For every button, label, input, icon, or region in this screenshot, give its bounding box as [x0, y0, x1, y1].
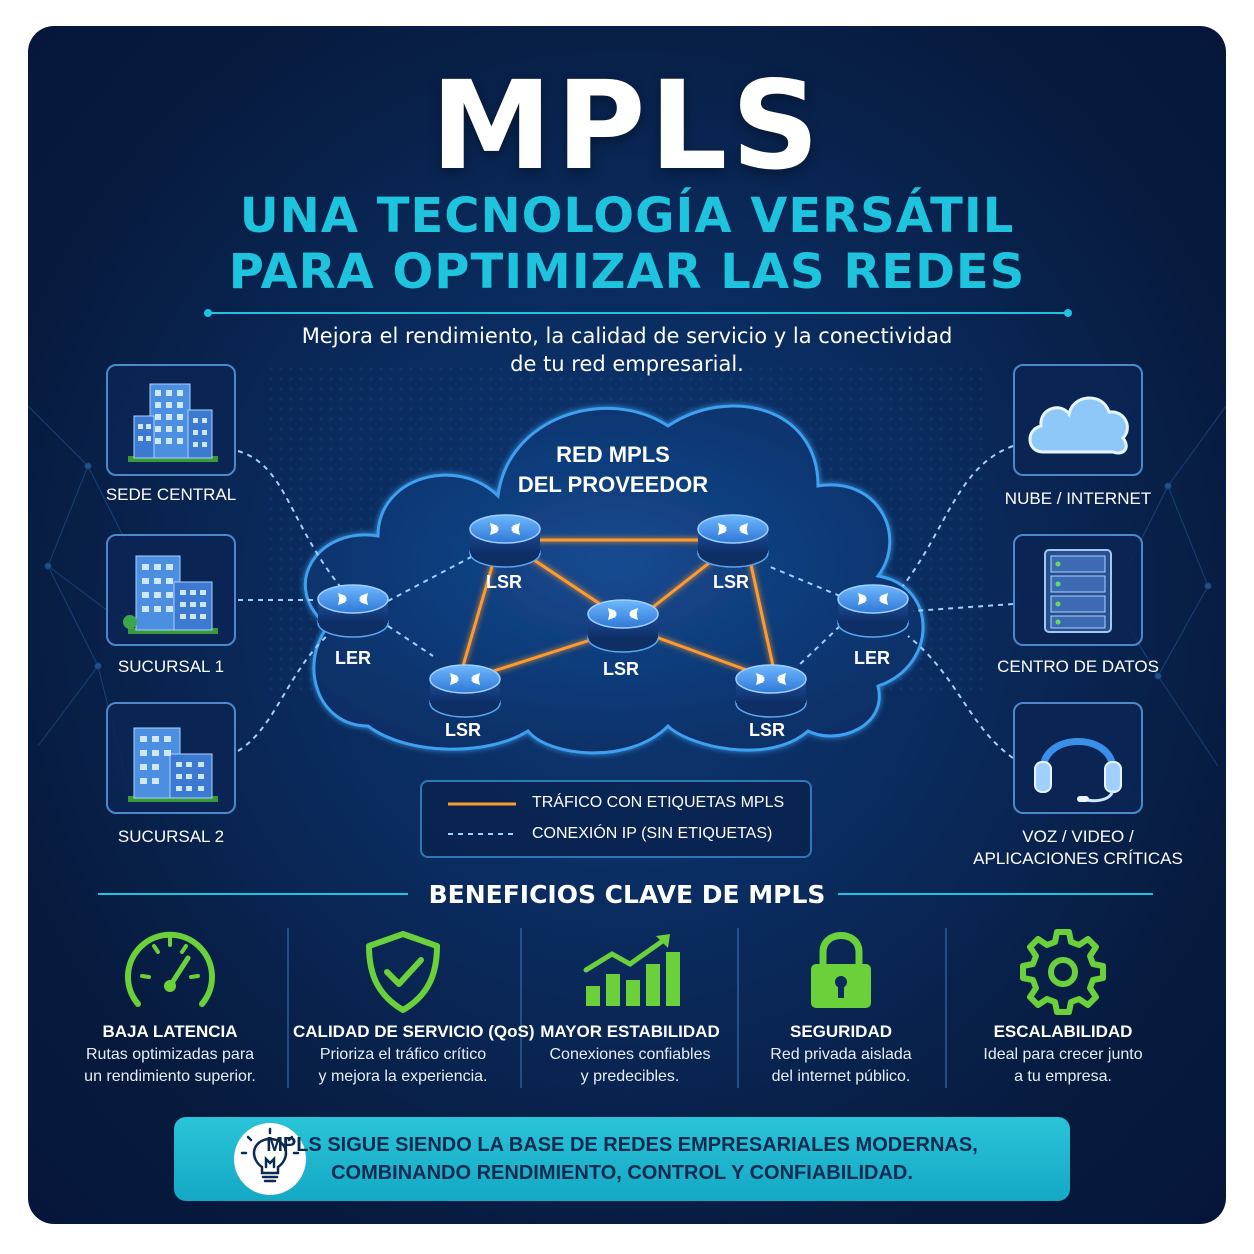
benefit-desc-line-1: Rutas optimizadas para	[85, 1046, 255, 1063]
path-lsr-tr-center	[647, 554, 719, 613]
site-label-centro-datos: CENTRO DE DATOS	[997, 657, 1159, 676]
site-sucursal-2	[106, 702, 236, 814]
office-building-icon	[128, 383, 218, 462]
benefit-calidad-servicio: CALIDAD DE SERVICIO (QoS) Prioriza el tr…	[293, 924, 535, 1088]
benefit-divider	[945, 928, 947, 1088]
router-ler-left-icon	[317, 584, 389, 638]
benefit-desc-line-1: Prioriza el tráfico crítico	[319, 1046, 487, 1063]
link-ler-lsr-tr	[767, 565, 841, 597]
benefit-divider	[737, 928, 739, 1088]
cloud-icon	[1028, 396, 1129, 455]
benefit-desc-line-2: y mejora la experiencia.	[318, 1068, 488, 1085]
benefit-divider	[520, 928, 522, 1088]
mpls-network-diagram	[237, 404, 1014, 759]
router-label-lsr-center: LSR	[603, 659, 639, 679]
site-label-sede-central: SEDE CENTRAL	[105, 485, 237, 504]
site-sucursal-1	[106, 534, 236, 646]
benefit-title: ESCALABILIDAD	[993, 1022, 1133, 1041]
link-voz-ler	[907, 635, 1014, 759]
site-nube-internet	[1013, 364, 1143, 476]
benefit-desc-line-1: Conexiones confiables	[549, 1046, 711, 1063]
banner-line-2: COMBINANDO RENDIMIENTO, CONTROL Y CONFIA…	[331, 1162, 913, 1184]
benefits-title: BENEFICIOS CLAVE DE MPLS	[428, 880, 826, 909]
cloud-title: RED MPLS DEL PROVEEDOR	[498, 440, 728, 500]
benefit-title: CALIDAD DE SERVICIO (QoS)	[293, 1022, 535, 1041]
benefit-title: BAJA LATENCIA	[102, 1022, 238, 1041]
router-lsr-center-icon	[587, 599, 659, 653]
gear-icon	[1020, 929, 1106, 1015]
headset-icon	[1034, 738, 1122, 803]
link-sucursal2-ler	[237, 625, 339, 752]
benefit-desc-line-1: Ideal para crecer junto	[983, 1046, 1143, 1063]
benefit-desc-line-2: y predecibles.	[580, 1068, 680, 1085]
link-datacenter-ler	[912, 603, 1014, 612]
link-nube-ler	[902, 445, 1014, 587]
router-lsr-bottom-left-icon	[429, 664, 501, 718]
site-label-voz-video: VOZ / VIDEO / APLICACIONES CRÍTICAS	[973, 826, 1183, 870]
benefit-title: MAYOR ESTABILIDAD	[540, 1022, 720, 1041]
link-sede-central-ler	[237, 450, 349, 597]
path-lsr-bl-center	[477, 634, 604, 678]
cloud-title-line-1: RED MPLS	[556, 442, 670, 467]
subtitle-line-2: PARA OPTIMIZAR LAS REDES	[228, 244, 1026, 300]
benefit-desc-line-2: a tu empresa.	[1014, 1068, 1112, 1085]
server-rack-icon	[1044, 549, 1112, 633]
benefit-escalabilidad: ESCALABILIDAD Ideal para crecer junto a …	[953, 924, 1173, 1088]
router-label-ler-left: LER	[335, 648, 371, 668]
site-label-nube-internet: NUBE / INTERNET	[1004, 489, 1152, 508]
legend-label-labeled: TRÁFICO CON ETIQUETAS MPLS	[532, 794, 785, 811]
legend-swatches	[448, 802, 516, 835]
infographic-poster: MPLS UNA TECNOLOGÍA VERSÁTIL PARA OPTIMI…	[28, 26, 1226, 1224]
site-centro-datos	[1013, 534, 1143, 646]
router-lsr-bottom-right-icon	[735, 664, 807, 718]
benefit-title: SEGURIDAD	[789, 1022, 892, 1041]
benefit-desc-line-1: Red privada aislada	[770, 1046, 912, 1063]
link-ler-lsr-tl	[387, 555, 474, 602]
closing-banner: MPLS SIGUE SIENDO LA BASE DE REDES EMPRE…	[174, 1117, 1070, 1201]
shield-check-icon	[366, 931, 440, 1013]
padlock-icon	[811, 932, 871, 1008]
cloud-title-line-2: DEL PROVEEDOR	[517, 472, 709, 497]
page-title: MPLS	[430, 55, 824, 197]
office-building-icon	[123, 555, 218, 634]
lightbulb-icon	[234, 1123, 306, 1195]
tagline-line-2: de tu red empresarial.	[510, 352, 744, 376]
benefit-baja-latencia: BAJA LATENCIA Rutas optimizadas para un …	[60, 924, 280, 1088]
benefit-divider	[287, 928, 289, 1088]
router-label-lsr-bottom-right: LSR	[749, 720, 785, 740]
tagline: Mejora el rendimiento, la calidad de ser…	[28, 322, 1226, 378]
benefit-mayor-estabilidad: MAYOR ESTABILIDAD Conexiones confiables …	[520, 924, 740, 1088]
site-voz-video	[1013, 702, 1143, 814]
site-label-sucursal-2: SUCURSAL 2	[117, 827, 225, 846]
router-ler-right-icon	[837, 584, 909, 638]
benefit-desc-line-2: un rendimiento superior.	[84, 1068, 256, 1085]
router-lsr-top-right-icon	[697, 514, 769, 568]
diagram-legend: TRÁFICO CON ETIQUETAS MPLS CONEXIÓN IP (…	[420, 780, 812, 858]
office-building-icon	[128, 727, 218, 802]
speedometer-icon	[125, 931, 215, 1007]
benefit-desc-line-2: del internet público.	[771, 1068, 911, 1085]
site-label-sucursal-1: SUCURSAL 1	[117, 657, 225, 676]
ip-connections	[237, 445, 1014, 759]
site-label-voz-video-line-2: APLICACIONES CRÍTICAS	[973, 849, 1183, 868]
banner-line-1: MPLS SIGUE SIENDO LA BASE DE REDES EMPRE…	[266, 1134, 978, 1156]
site-label-voz-video-line-1: VOZ / VIDEO /	[1022, 827, 1134, 846]
path-lsr-tr-br	[746, 550, 775, 667]
tagline-line-1: Mejora el rendimiento, la calidad de ser…	[301, 324, 953, 348]
benefit-seguridad: SEGURIDAD Red privada aislada del intern…	[731, 924, 951, 1088]
router-label-ler-right: LER	[854, 648, 890, 668]
router-label-lsr-top-left: LSR	[486, 572, 522, 592]
site-sede-central	[106, 364, 236, 476]
growth-chart-icon	[583, 934, 680, 1006]
router-lsr-top-left-icon	[469, 514, 541, 568]
router-label-lsr-bottom-left: LSR	[445, 720, 481, 740]
legend-label-ip: CONEXIÓN IP (SIN ETIQUETAS)	[532, 825, 773, 842]
subtitle-line-1: UNA TECNOLOGÍA VERSÁTIL	[239, 188, 1015, 244]
router-label-lsr-top-right: LSR	[713, 572, 749, 592]
